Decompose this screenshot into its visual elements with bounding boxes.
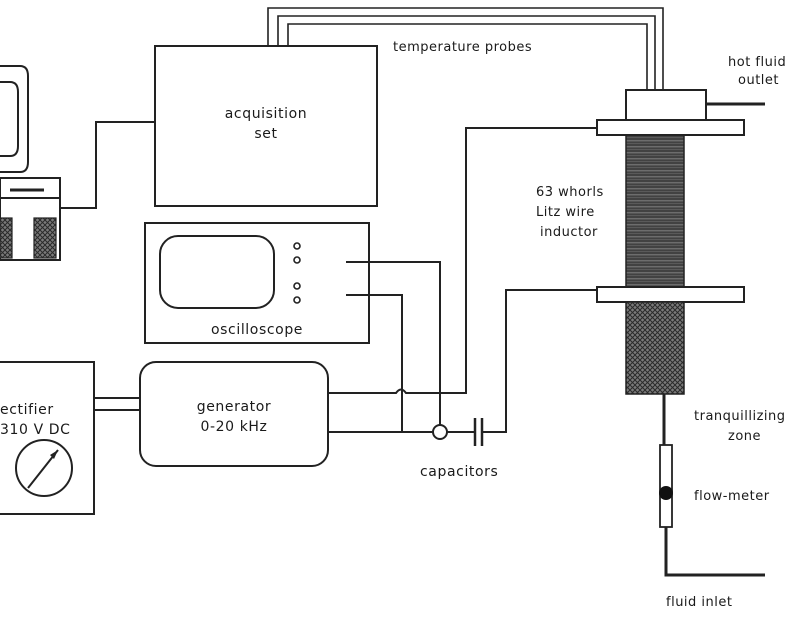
tranquillizing-zone-block xyxy=(625,301,685,395)
rectifier-generator-cables xyxy=(94,397,140,411)
computer-acquisition-cable xyxy=(60,121,155,209)
rectifier-gauge-icon xyxy=(15,439,73,497)
capacitors-label: capacitors xyxy=(420,464,498,480)
inductor-label: inductor xyxy=(540,225,598,240)
tranquillizing-label: tranquillizing xyxy=(694,409,786,424)
inlet-pipe xyxy=(664,527,765,577)
rectifier-voltage-label: 310 V DC xyxy=(0,422,71,438)
flow-meter xyxy=(659,394,765,577)
outlet-head xyxy=(625,89,707,121)
oscilloscope-knobs xyxy=(293,242,301,304)
generator-wiring xyxy=(328,127,597,433)
temperature-probe-wires xyxy=(267,7,664,90)
oscilloscope xyxy=(144,222,370,344)
set-label: set xyxy=(254,126,277,142)
acquisition-set-box xyxy=(154,45,378,207)
litz-wire-inductor-coil xyxy=(625,134,685,288)
capacitor-symbol xyxy=(473,418,484,446)
oscilloscope-label: oscilloscope xyxy=(211,322,303,338)
current-probe-icon xyxy=(432,424,448,440)
rectifier xyxy=(0,361,95,515)
upper-flange xyxy=(596,119,745,136)
whorls-label: 63 whorls xyxy=(536,185,604,200)
temperature-probes-label: temperature probes xyxy=(393,40,532,55)
outlet-label: outlet xyxy=(738,73,779,88)
fluid-inlet-label: fluid inlet xyxy=(666,595,732,610)
generator-box xyxy=(139,361,329,467)
oscilloscope-screen xyxy=(159,235,275,309)
computer xyxy=(0,65,61,261)
rectifier-label: ectifier xyxy=(0,402,54,418)
generator-label: generator xyxy=(197,399,272,415)
diagram-labels: temperature probes hot fluid outlet acqu… xyxy=(0,40,786,610)
acquisition-label: acquisition xyxy=(225,106,308,122)
generator-range-label: 0-20 kHz xyxy=(200,419,267,435)
hot-fluid-label: hot fluid xyxy=(728,55,786,70)
flow-meter-label: flow-meter xyxy=(694,489,770,504)
zone-label: zone xyxy=(728,429,761,444)
litz-wire-label: Litz wire xyxy=(536,205,595,220)
lower-flange xyxy=(596,286,745,303)
